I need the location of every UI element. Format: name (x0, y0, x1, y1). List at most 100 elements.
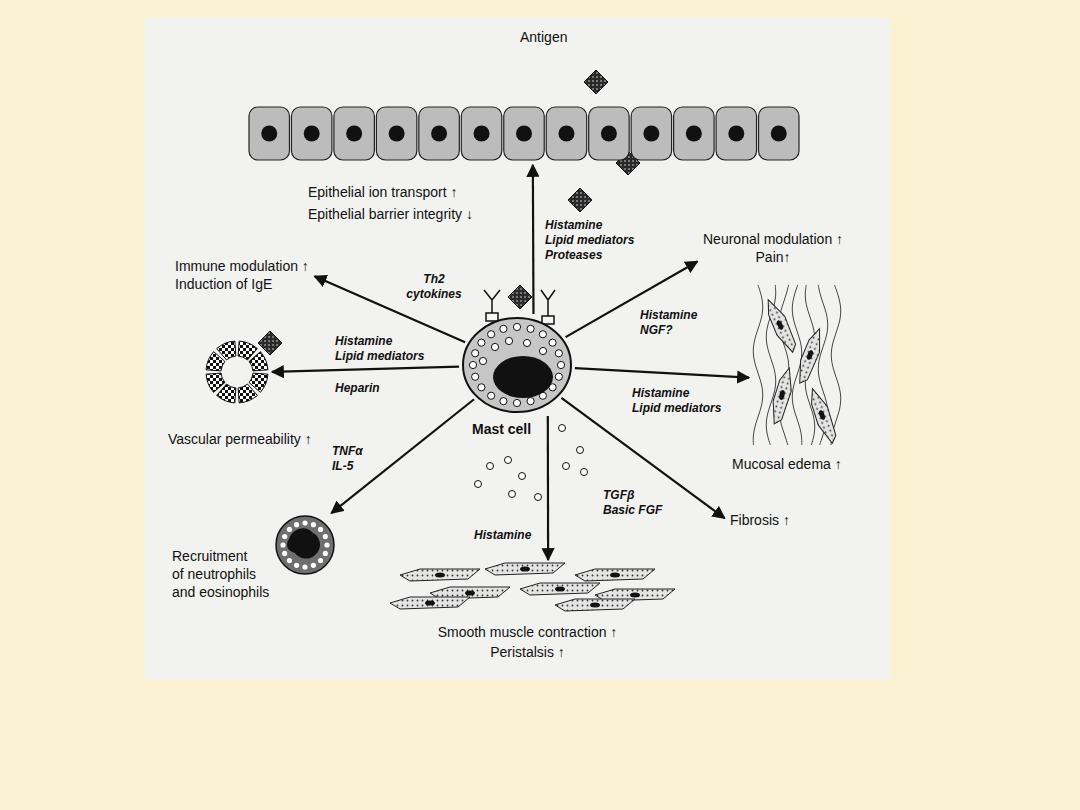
text-line: Smooth muscle contraction ↑ (390, 623, 665, 641)
outcome-text: Immune modulation ↑Induction of IgE (172, 255, 312, 295)
granule (323, 551, 328, 556)
epithelial-cell (504, 107, 544, 160)
epithelial-cell (716, 107, 756, 160)
vessel-drawing (206, 341, 268, 403)
text-line: Mast cell (472, 420, 531, 438)
endothelial-cell (206, 373, 225, 392)
text-line: Lipid mediators (632, 401, 721, 416)
text-line: Fibrosis ↑ (730, 511, 790, 529)
fibroblast-body (793, 326, 827, 386)
blood-vessel: Vascular permeability ↑ (205, 340, 269, 404)
granule (294, 522, 299, 527)
cell-nucleus (465, 591, 475, 596)
granule (523, 339, 530, 346)
cell-nucleus (590, 603, 600, 608)
granule (519, 473, 526, 480)
node-caption: Epithelial barrier integrity ↓ (308, 205, 473, 223)
granule (302, 520, 307, 525)
granulocyte-body (276, 516, 334, 574)
mast-cell: Mast cell (462, 317, 572, 413)
text-line: Basic FGF (603, 503, 662, 518)
text-line: Peristalsis ↑ (390, 643, 665, 661)
text-line: Immune modulation ↑ (175, 257, 309, 275)
cell-nucleus (425, 601, 435, 606)
granule (294, 563, 299, 568)
granule (282, 534, 287, 539)
mediator-label: Heparin (335, 381, 380, 396)
fibroblast (762, 296, 800, 355)
text-line: Lipid mediators (335, 349, 424, 364)
cell-nucleus (643, 126, 659, 142)
epithelial-cell (546, 107, 586, 160)
text-line: Neuronal modulation ↑ (703, 230, 843, 248)
text-line: TGFβ (603, 488, 662, 503)
granule (539, 347, 546, 354)
epithelial-cell (376, 107, 416, 160)
mediator-label: HistamineNGF? (640, 308, 697, 338)
cell-nucleus (778, 390, 785, 401)
outcome-subline: Induction of IgE (175, 275, 309, 293)
text-line: Histamine (545, 218, 634, 233)
mediator-label: HistamineLipid mediators (632, 386, 721, 416)
granule (513, 399, 520, 406)
cell-nucleus (776, 319, 785, 330)
cell-nucleus (555, 587, 565, 592)
cell-nucleus (520, 567, 530, 572)
cell-nucleus (389, 126, 405, 142)
cell-nucleus (818, 409, 826, 420)
antigen-symbols (258, 70, 640, 355)
fibro-drawing (753, 285, 840, 446)
text-line: Histamine (640, 308, 697, 323)
antigen-diamond (568, 188, 592, 212)
granule (559, 425, 566, 432)
granule (491, 343, 498, 350)
mediator-label: TGFβBasic FGF (603, 488, 662, 518)
cell-nucleus (431, 126, 447, 142)
granule (513, 323, 520, 330)
collagen-fiber (779, 285, 788, 445)
cell-nucleus (516, 126, 532, 142)
granule (557, 361, 564, 368)
text-line: Recruitment (172, 547, 282, 565)
smooth-muscle-cell (390, 597, 470, 609)
epithelial-cell (674, 107, 714, 160)
mucosal-tissue: Mucosal edema ↑ (752, 285, 842, 445)
text-line: cytokines (402, 287, 466, 302)
mast-shape (462, 317, 572, 413)
fibro-shape (752, 285, 842, 445)
granule (539, 331, 546, 338)
figure-panel (145, 18, 890, 680)
granule (280, 542, 285, 547)
epithelial-cell (334, 107, 374, 160)
granule (488, 392, 495, 399)
granule (505, 337, 512, 344)
outcome-heading: Immune modulation ↑ (175, 257, 309, 275)
node-caption: Mast cell (472, 420, 531, 438)
granule (282, 551, 287, 556)
outcome-text: Fibrosis ↑ (727, 509, 793, 531)
smooth-muscle: Smooth muscle contraction ↑Peristalsis ↑ (390, 563, 665, 613)
neut-shape (275, 515, 335, 575)
mediator-arrow (561, 398, 724, 518)
granule (509, 491, 516, 498)
granule (487, 463, 494, 470)
granule (500, 398, 507, 405)
granule (563, 463, 570, 470)
granule (505, 457, 512, 464)
fibroblast (806, 386, 840, 446)
granule (478, 384, 485, 391)
mediator-arrow (547, 416, 550, 560)
epithelial-cell (249, 107, 289, 160)
node-caption: Mucosal edema ↑ (732, 455, 842, 473)
text-line: Mucosal edema ↑ (732, 455, 842, 473)
cell-nucleus (558, 126, 574, 142)
text-line: Th2 (402, 272, 466, 287)
epithelial-cell (589, 107, 629, 160)
text-line: Histamine (335, 334, 424, 349)
epithelium-layer: Epithelial ion transport ↑Epithelial bar… (248, 105, 800, 162)
mediator-arrow (272, 367, 459, 372)
receptor-base (486, 313, 498, 321)
granule (577, 447, 584, 454)
fibroblast (767, 366, 797, 426)
node-caption: Recruitmentof neutrophilsand eosinophils (172, 547, 282, 601)
